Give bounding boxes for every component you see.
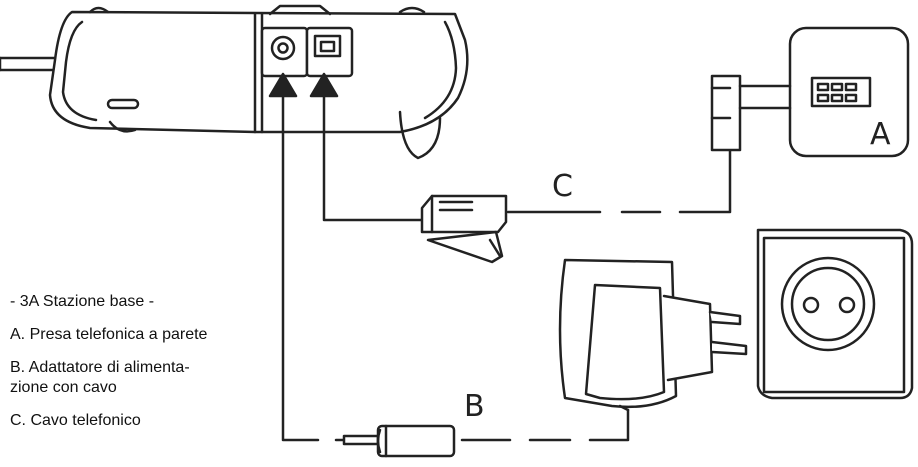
callout-b: B — [464, 389, 485, 424]
legend-item-a: A. Presa telefonica a parete — [10, 326, 208, 343]
callout-a: A — [870, 117, 891, 152]
legend-item-b: B. Adattatore di alimenta- zione con cav… — [10, 358, 270, 398]
legend: - 3A Stazione base - A. Presa telefonica… — [10, 292, 270, 444]
phone-cable-line — [322, 90, 424, 222]
power-port — [260, 26, 309, 78]
callout-c: C — [552, 169, 573, 204]
rj11-plug — [420, 194, 508, 264]
legend-item-b-line2: zione con cavo — [10, 379, 117, 396]
phone-cable-dash-3 — [678, 148, 732, 214]
power-cable-line — [281, 90, 320, 442]
wall-power-socket — [756, 228, 914, 400]
base-station — [0, 4, 469, 160]
power-adapter — [558, 258, 748, 412]
legend-title: - 3A Stazione base - — [10, 293, 155, 310]
wall-phone-jack — [710, 26, 910, 158]
phone-port — [305, 26, 354, 78]
barrel-plug — [342, 424, 456, 458]
power-cable-dash-4 — [588, 408, 630, 442]
legend-item-b-line1: B. Adattatore di alimenta- — [10, 359, 190, 376]
legend-item-c: C. Cavo telefonico — [10, 412, 141, 429]
